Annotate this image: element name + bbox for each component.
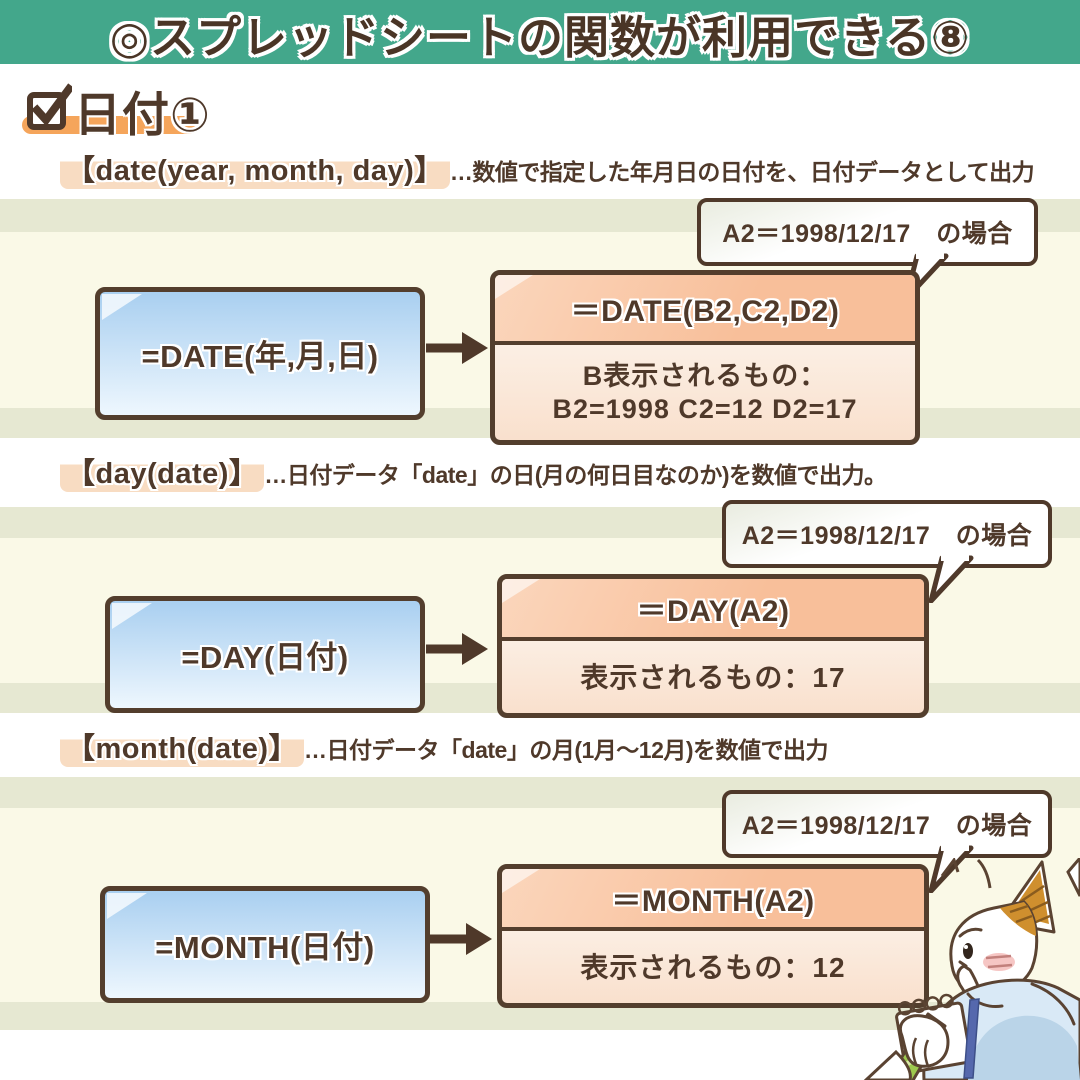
result-formula: ＝DAY(A2): [636, 595, 790, 628]
input-box-label: =DATE(年,月,日): [141, 339, 379, 374]
arrow-right-icon: [426, 332, 488, 364]
page-title: 日付①: [26, 76, 211, 145]
speech-bubble-text: A2＝1998/12/17 の場合: [741, 522, 1033, 550]
arrow-right-icon: [430, 923, 492, 955]
heading-function-name: 【month(date)】: [60, 725, 305, 767]
input-box-label: =MONTH(日付): [155, 930, 375, 965]
section-heading-day: 【day(date)】 …日付データ「date」の日(月の何日目なのか)を数値で…: [60, 450, 887, 492]
section-heading-date: 【date(year, month, day)】 …数値で指定した年月日の日付を…: [60, 147, 1035, 189]
input-box-month: =MONTH(日付): [100, 886, 430, 1003]
input-box-date: =DATE(年,月,日): [95, 287, 425, 420]
speech-bubble-text: A2＝1998/12/17 の場合: [722, 220, 1013, 248]
input-box-day: =DAY(日付): [105, 596, 425, 713]
result-formula: ＝DATE(B2,C2,D2): [570, 295, 840, 328]
result-box-body: B表示されるもの： B2=1998 C2=12 D2=17: [552, 360, 858, 424]
heading-description: …数値で指定した年月日の日付を、日付データとして出力: [449, 159, 1035, 185]
checkbox-icon: [26, 83, 75, 138]
heading-description: …日付データ「date」の日(月の何日目なのか)を数値で出力。: [264, 462, 887, 488]
result-box-date: ＝DATE(B2,C2,D2) B表示されるもの： B2=1998 C2=12 …: [490, 270, 920, 445]
result-box-day: ＝DAY(A2) 表示されるもの：17: [497, 574, 929, 718]
heading-function-name: 【day(date)】: [60, 450, 265, 492]
speech-tail-icon: [928, 845, 974, 893]
result-box-header: ＝DATE(B2,C2,D2): [495, 275, 915, 345]
cat-character: [863, 858, 1080, 1080]
heading-description: …日付データ「date」の月(1月～12月)を数値で出力: [304, 737, 829, 763]
result-formula: ＝MONTH(A2): [611, 885, 815, 918]
arrow-right-icon: [426, 633, 488, 665]
result-box-body: 表示されるもの：12: [580, 951, 846, 983]
page-header-title: ◎スプレッドシートの関数が利用できる⑧: [109, 11, 971, 63]
section-heading-month: 【month(date)】 …日付データ「date」の月(1月～12月)を数値で…: [60, 725, 829, 767]
result-box-month: ＝MONTH(A2) 表示されるもの：12: [497, 864, 929, 1008]
header-bar: [0, 0, 1080, 64]
result-box-header: ＝MONTH(A2): [502, 869, 924, 931]
speech-tail-icon: [928, 555, 974, 603]
result-box-body: 表示されるもの：17: [580, 661, 846, 693]
speech-bubble-month: A2＝1998/12/17 の場合: [722, 790, 1052, 858]
page-title-text: 日付①: [74, 88, 211, 141]
speech-bubble-text: A2＝1998/12/17 の場合: [741, 812, 1033, 840]
speech-bubble-date: A2＝1998/12/17 の場合: [697, 198, 1038, 266]
speech-bubble-day: A2＝1998/12/17 の場合: [722, 500, 1052, 568]
heading-function-name: 【date(year, month, day)】: [60, 147, 450, 189]
result-box-header: ＝DAY(A2): [502, 579, 924, 641]
input-box-label: =DAY(日付): [181, 640, 349, 675]
